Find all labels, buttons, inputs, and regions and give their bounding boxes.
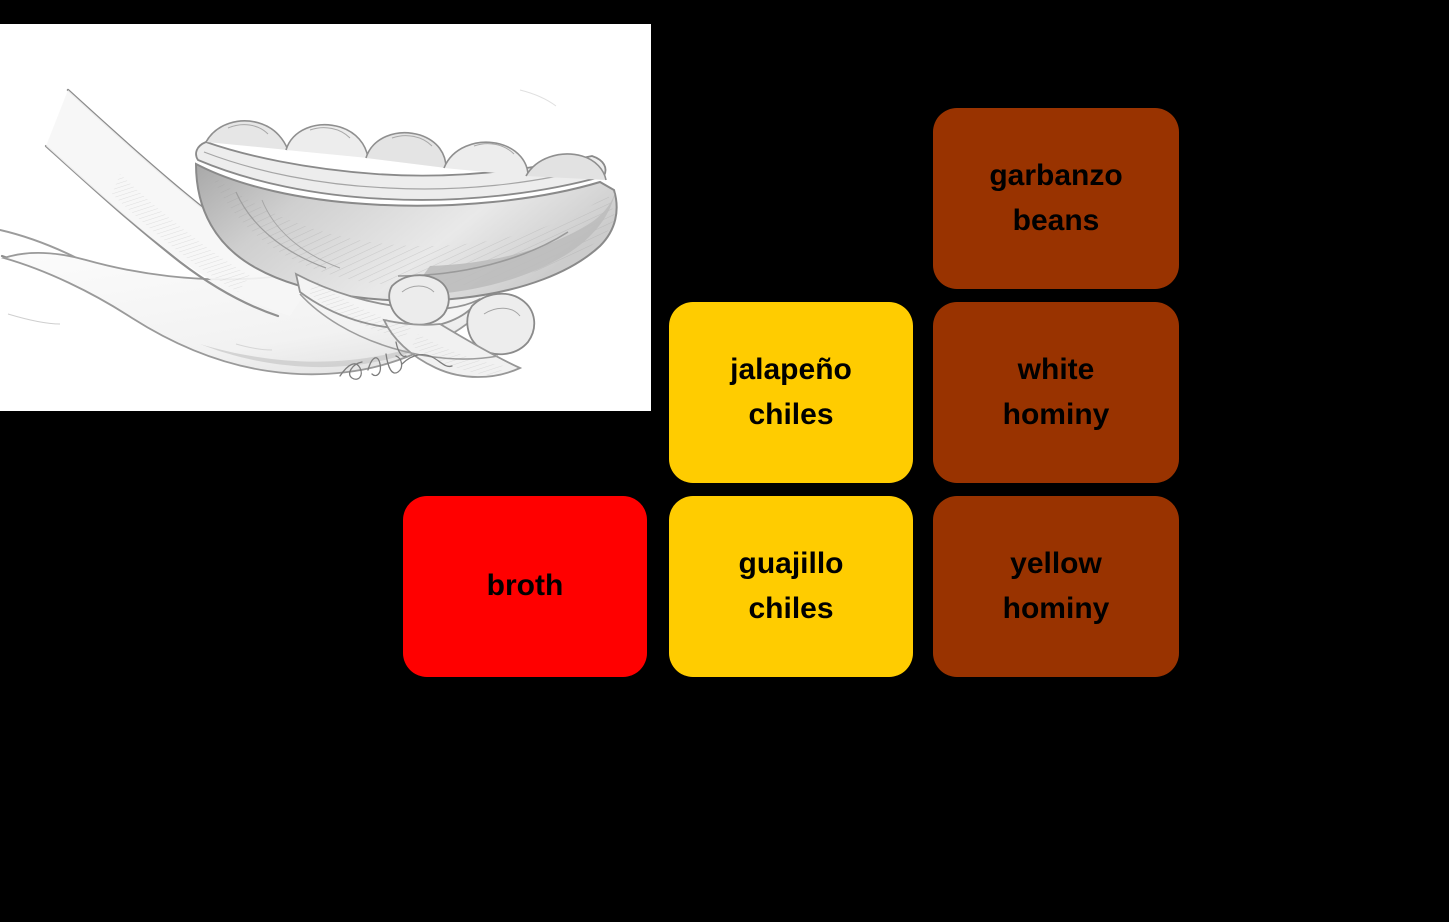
ingredient-card-label: yellow hominy [1002, 547, 1110, 625]
ingredient-card-garbanzo-beans[interactable]: garbanzo beans [933, 108, 1179, 289]
ingredient-card-yellow-hominy[interactable]: yellow hominy [933, 496, 1179, 677]
hands-holding-bowl-illustration [0, 24, 651, 411]
ingredient-card-white-hominy[interactable]: white hominy [933, 302, 1179, 483]
ingredient-card-label: garbanzo beans [989, 159, 1123, 237]
sketch-drawing [0, 24, 651, 411]
ingredient-card-label: white hominy [1002, 353, 1110, 431]
ingredient-card-jalapeno-chiles[interactable]: jalapeño chiles [669, 302, 913, 483]
ingredient-card-broth[interactable]: broth [403, 496, 647, 677]
ingredient-card-label: jalapeño chiles [730, 353, 852, 431]
ingredient-card-label: broth [486, 569, 564, 603]
ingredient-card-guajillo-chiles[interactable]: guajillo chiles [669, 496, 913, 677]
ingredient-card-label: guajillo chiles [738, 547, 844, 625]
